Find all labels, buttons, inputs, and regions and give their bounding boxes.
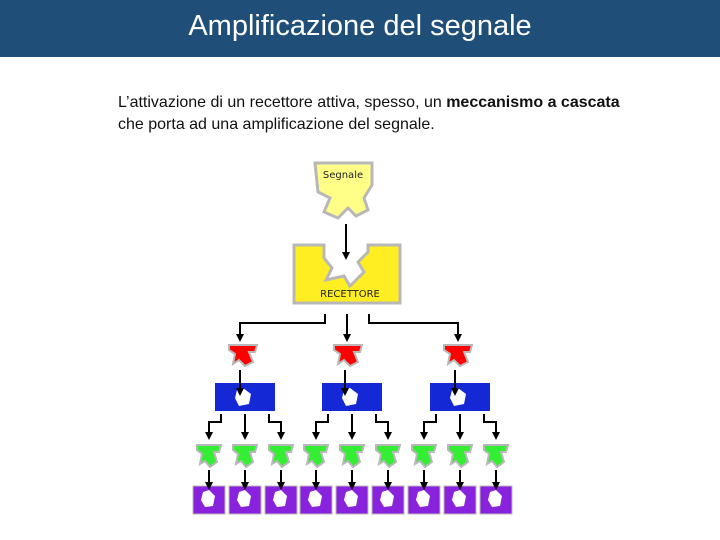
green-enzyme-icon <box>483 444 510 469</box>
arrow-blue-to-green <box>205 414 222 440</box>
purple-target-notch <box>273 490 287 507</box>
green-enzyme-icon <box>411 444 438 469</box>
arrow-blue-to-green <box>420 414 437 440</box>
purple-target-notch <box>488 490 502 507</box>
purple-target-notch <box>452 490 466 507</box>
receptor-label: RECETTORE <box>320 289 380 300</box>
receptor-output-arrows <box>236 314 462 342</box>
arrow-blue-to-green <box>375 414 392 440</box>
purple-target-notch <box>416 490 430 507</box>
green-enzyme-icon <box>268 444 295 469</box>
green-enzyme-icon <box>447 444 474 469</box>
green-enzyme-icon <box>196 444 223 469</box>
green-enzyme-icon <box>339 444 366 469</box>
intro-text-part1: L’attivazione di un recettore attiva, sp… <box>118 94 447 111</box>
title-bar: Amplificazione del segnale <box>0 0 720 57</box>
receptor-icon <box>292 243 402 305</box>
green-enzyme-icon <box>232 444 259 469</box>
green-enzyme-icon <box>375 444 402 469</box>
intro-paragraph: L’attivazione di un recettore attiva, sp… <box>118 92 638 136</box>
signal-label: Segnale <box>323 170 363 181</box>
signal-molecule-icon <box>313 161 374 220</box>
purple-target-notch <box>308 490 322 507</box>
green-enzyme-icon <box>303 444 330 469</box>
page-title: Amplificazione del segnale <box>188 10 532 42</box>
arrow-blue-to-green <box>312 414 329 440</box>
red-enzyme-icon <box>333 344 364 368</box>
purple-target-notch <box>380 490 394 507</box>
intro-text-bold: meccanismo a cascata <box>446 94 620 111</box>
red-enzyme-icon <box>228 344 259 368</box>
purple-target-notch <box>344 490 358 507</box>
arrow-blue-to-green <box>268 414 285 440</box>
intro-text-part2: che porta ad una amplificazione del segn… <box>118 116 435 133</box>
purple-target-notch <box>237 490 251 507</box>
purple-target-notch <box>201 490 215 507</box>
arrow-blue-to-green <box>483 414 500 440</box>
red-enzyme-icon <box>443 344 474 368</box>
